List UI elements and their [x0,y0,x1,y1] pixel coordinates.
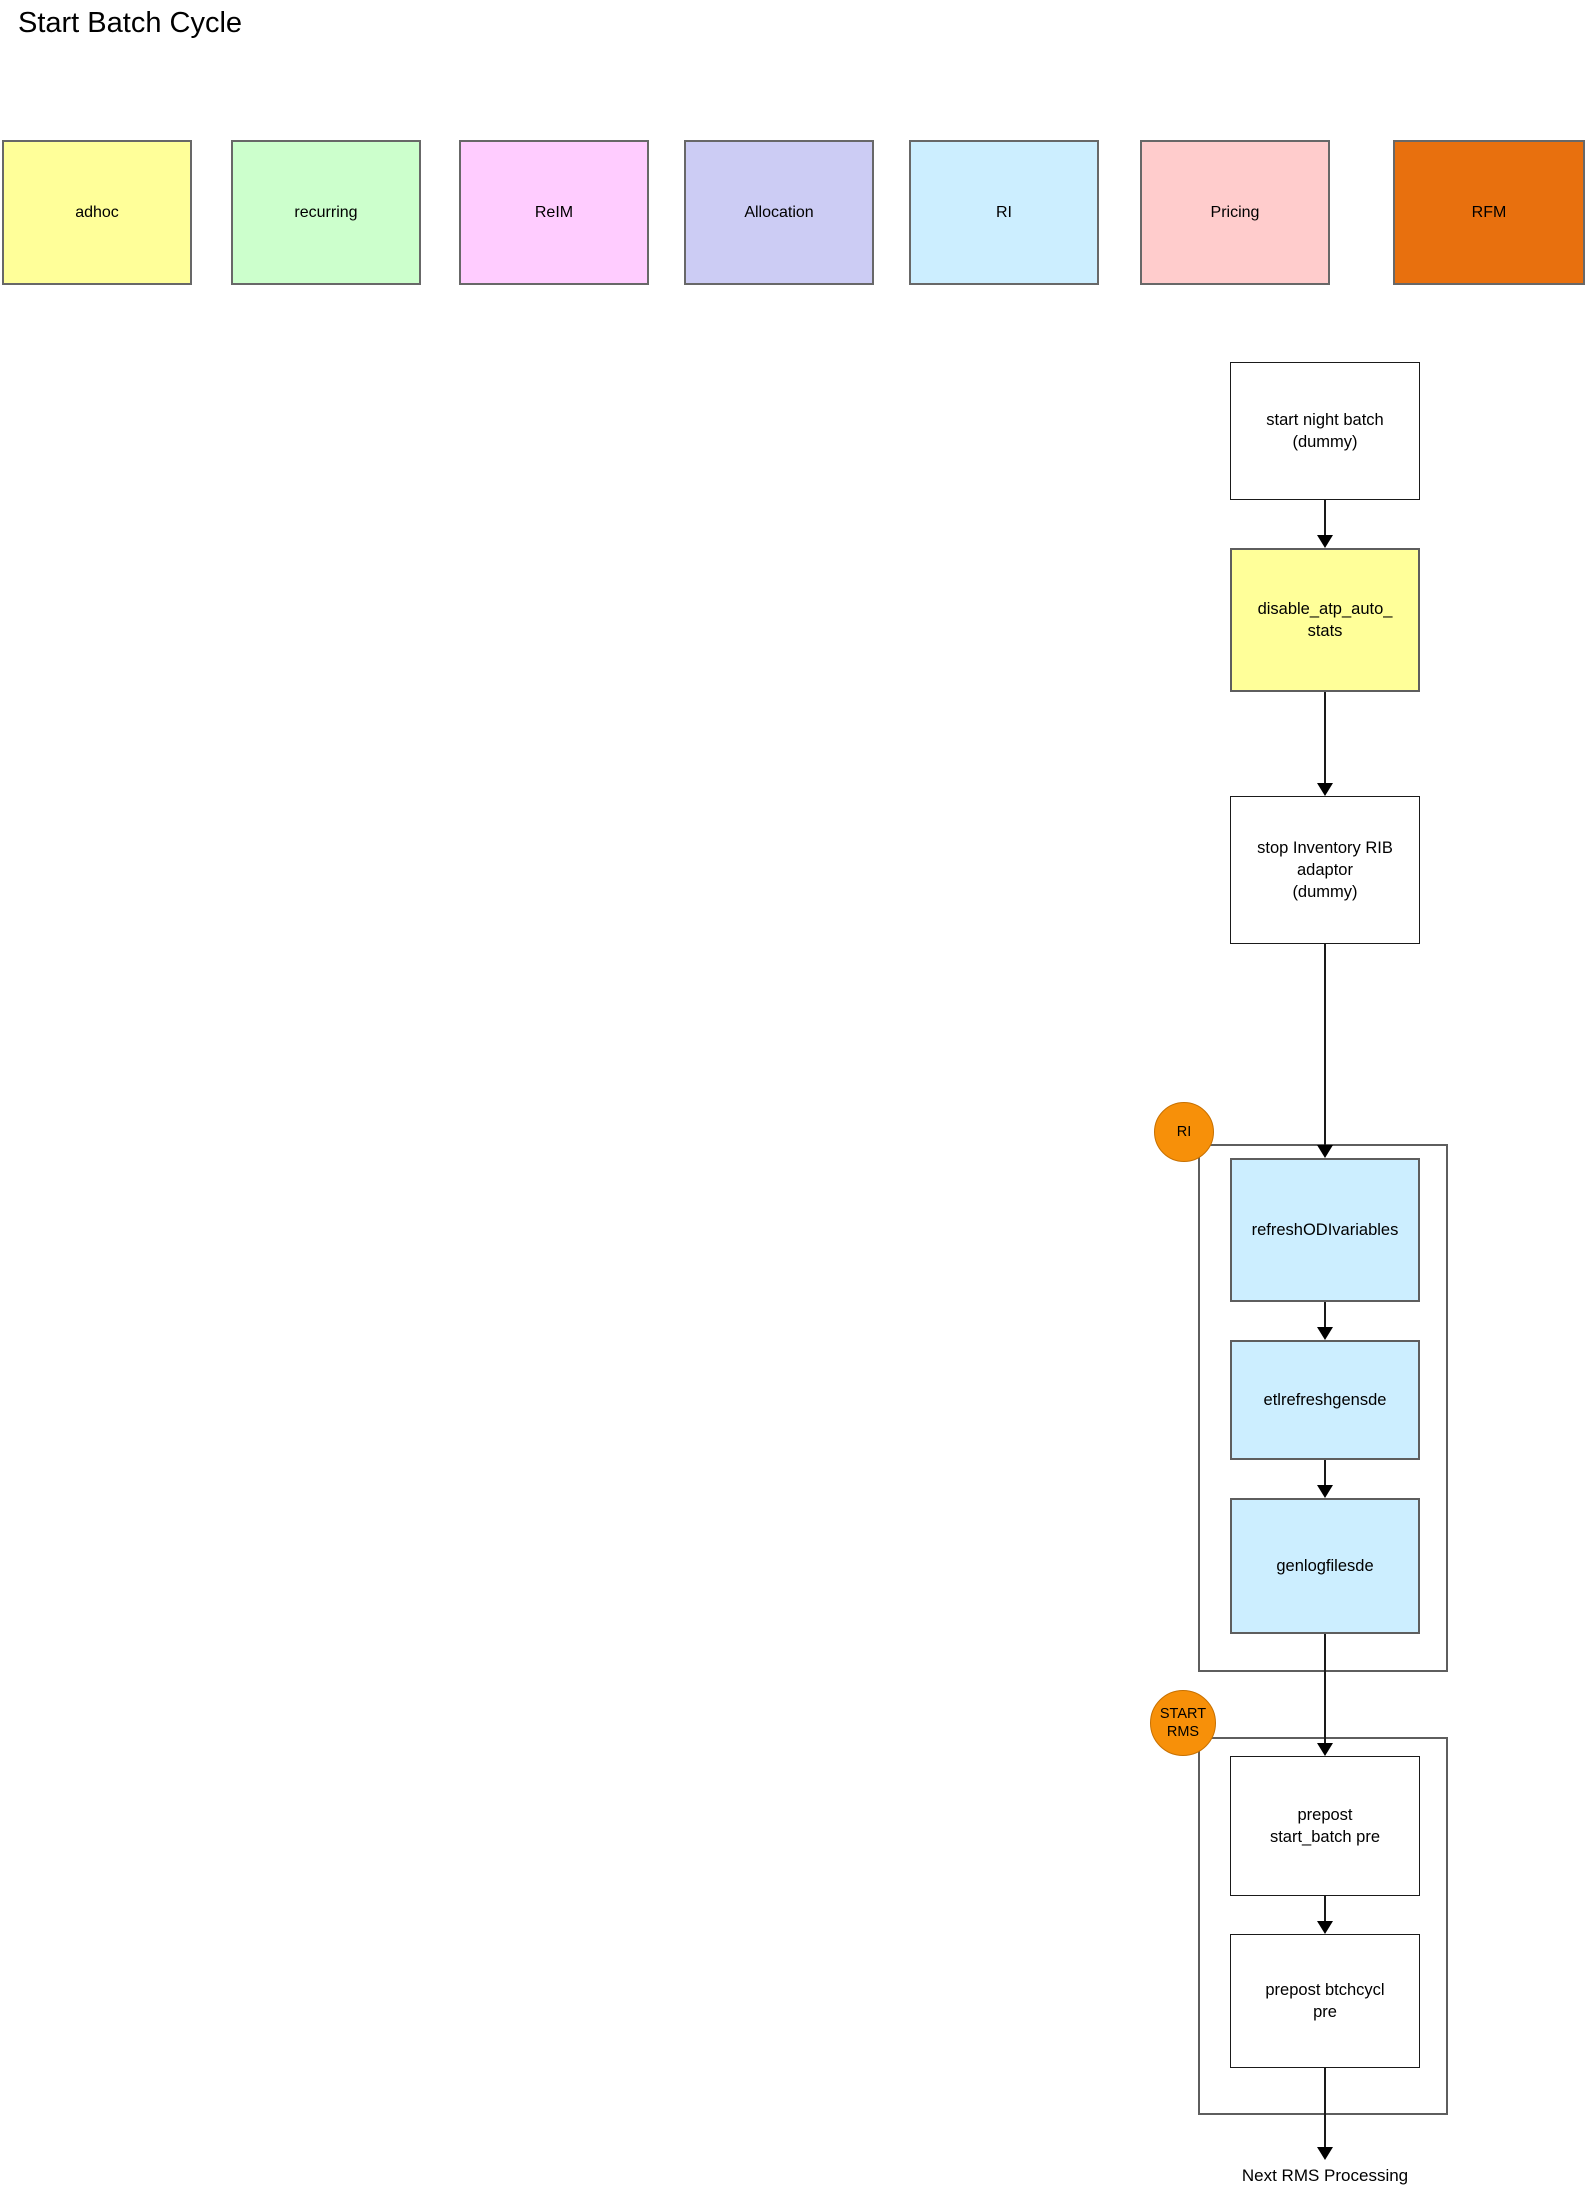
edge-start-to-disable-line [1324,500,1326,537]
edge-start-to-disable-arrowhead [1317,535,1333,548]
node-label: disable_atp_auto_ stats [1257,600,1393,640]
edge-stop-to-refreshodi-arrowhead [1317,1145,1333,1158]
edge-stop-to-refreshodi-line [1324,944,1326,1147]
legend-box-pricing[interactable]: Pricing [1140,140,1330,285]
legend-box-recurring[interactable]: recurring [231,140,421,285]
node-label: etlrefreshgensde [1263,1391,1387,1409]
node-etlrefreshgensde[interactable]: etlrefreshgensde [1230,1340,1420,1460]
edge-disable-to-stop-line [1324,692,1326,785]
legend-label: RFM [1471,203,1507,221]
node-label: prepost start_batch pre [1269,1806,1381,1846]
legend-label: Pricing [1210,203,1260,221]
edge-btchcycl-to-next-line [1324,2068,1326,2149]
legend-box-rfm[interactable]: RFM [1393,140,1585,285]
legend-box-ri[interactable]: RI [909,140,1099,285]
edge-refreshodi-to-etlrefresh-arrowhead [1317,1327,1333,1340]
node-label: start night batch (dummy) [1266,411,1384,451]
legend-label: adhoc [75,203,119,221]
edge-genlogfiles-to-prepost-start-arrowhead [1317,1743,1333,1756]
edge-etlrefresh-to-genlogfiles-line [1324,1460,1326,1487]
edge-disable-to-stop-arrowhead [1317,783,1333,796]
node-refresh-odi-variables[interactable]: refreshODIvariables [1230,1158,1420,1302]
next-rms-processing-label: Next RMS Processing [1241,2166,1409,2185]
node-start-night-batch[interactable]: start night batch (dummy) [1230,362,1420,500]
group-label-text: START RMS [1159,1706,1207,1740]
node-disable-atp-auto-stats[interactable]: disable_atp_auto_ stats [1230,548,1420,692]
edge-prepost-start-to-btchcycl-arrowhead [1317,1921,1333,1934]
node-label: stop Inventory RIB adaptor (dummy) [1257,839,1393,901]
legend-label: Allocation [744,203,814,221]
page-title: Start Batch Cycle [18,7,243,39]
edge-refreshodi-to-etlrefresh-line [1324,1302,1326,1329]
node-label: genlogfilesde [1276,1557,1374,1575]
legend-label: RI [996,203,1012,221]
edge-prepost-start-to-btchcycl-line [1324,1896,1326,1923]
node-genlogfilesde[interactable]: genlogfilesde [1230,1498,1420,1634]
ri-group-badge[interactable]: RI [1154,1102,1214,1162]
rms-group-badge[interactable]: START RMS [1150,1690,1216,1756]
edge-genlogfiles-to-prepost-start-line [1324,1634,1326,1745]
edge-btchcycl-to-next-arrowhead [1317,2147,1333,2160]
rms-group [1198,1737,1448,2115]
edge-etlrefresh-to-genlogfiles-arrowhead [1317,1485,1333,1498]
node-prepost-start-batch-pre[interactable]: prepost start_batch pre [1230,1756,1420,1896]
node-stop-inventory-rib[interactable]: stop Inventory RIB adaptor (dummy) [1230,796,1420,944]
node-label: refreshODIvariables [1251,1221,1399,1239]
legend-label: ReIM [534,203,574,221]
legend-box-adhoc[interactable]: adhoc [2,140,192,285]
node-prepost-btchcycl-pre[interactable]: prepost btchcycl pre [1230,1934,1420,2068]
legend-label: recurring [294,203,358,221]
legend-box-allocation[interactable]: Allocation [684,140,874,285]
group-label-text: RI [1176,1124,1192,1140]
legend-box-reim[interactable]: ReIM [459,140,649,285]
node-label: prepost btchcycl pre [1265,1981,1385,2021]
